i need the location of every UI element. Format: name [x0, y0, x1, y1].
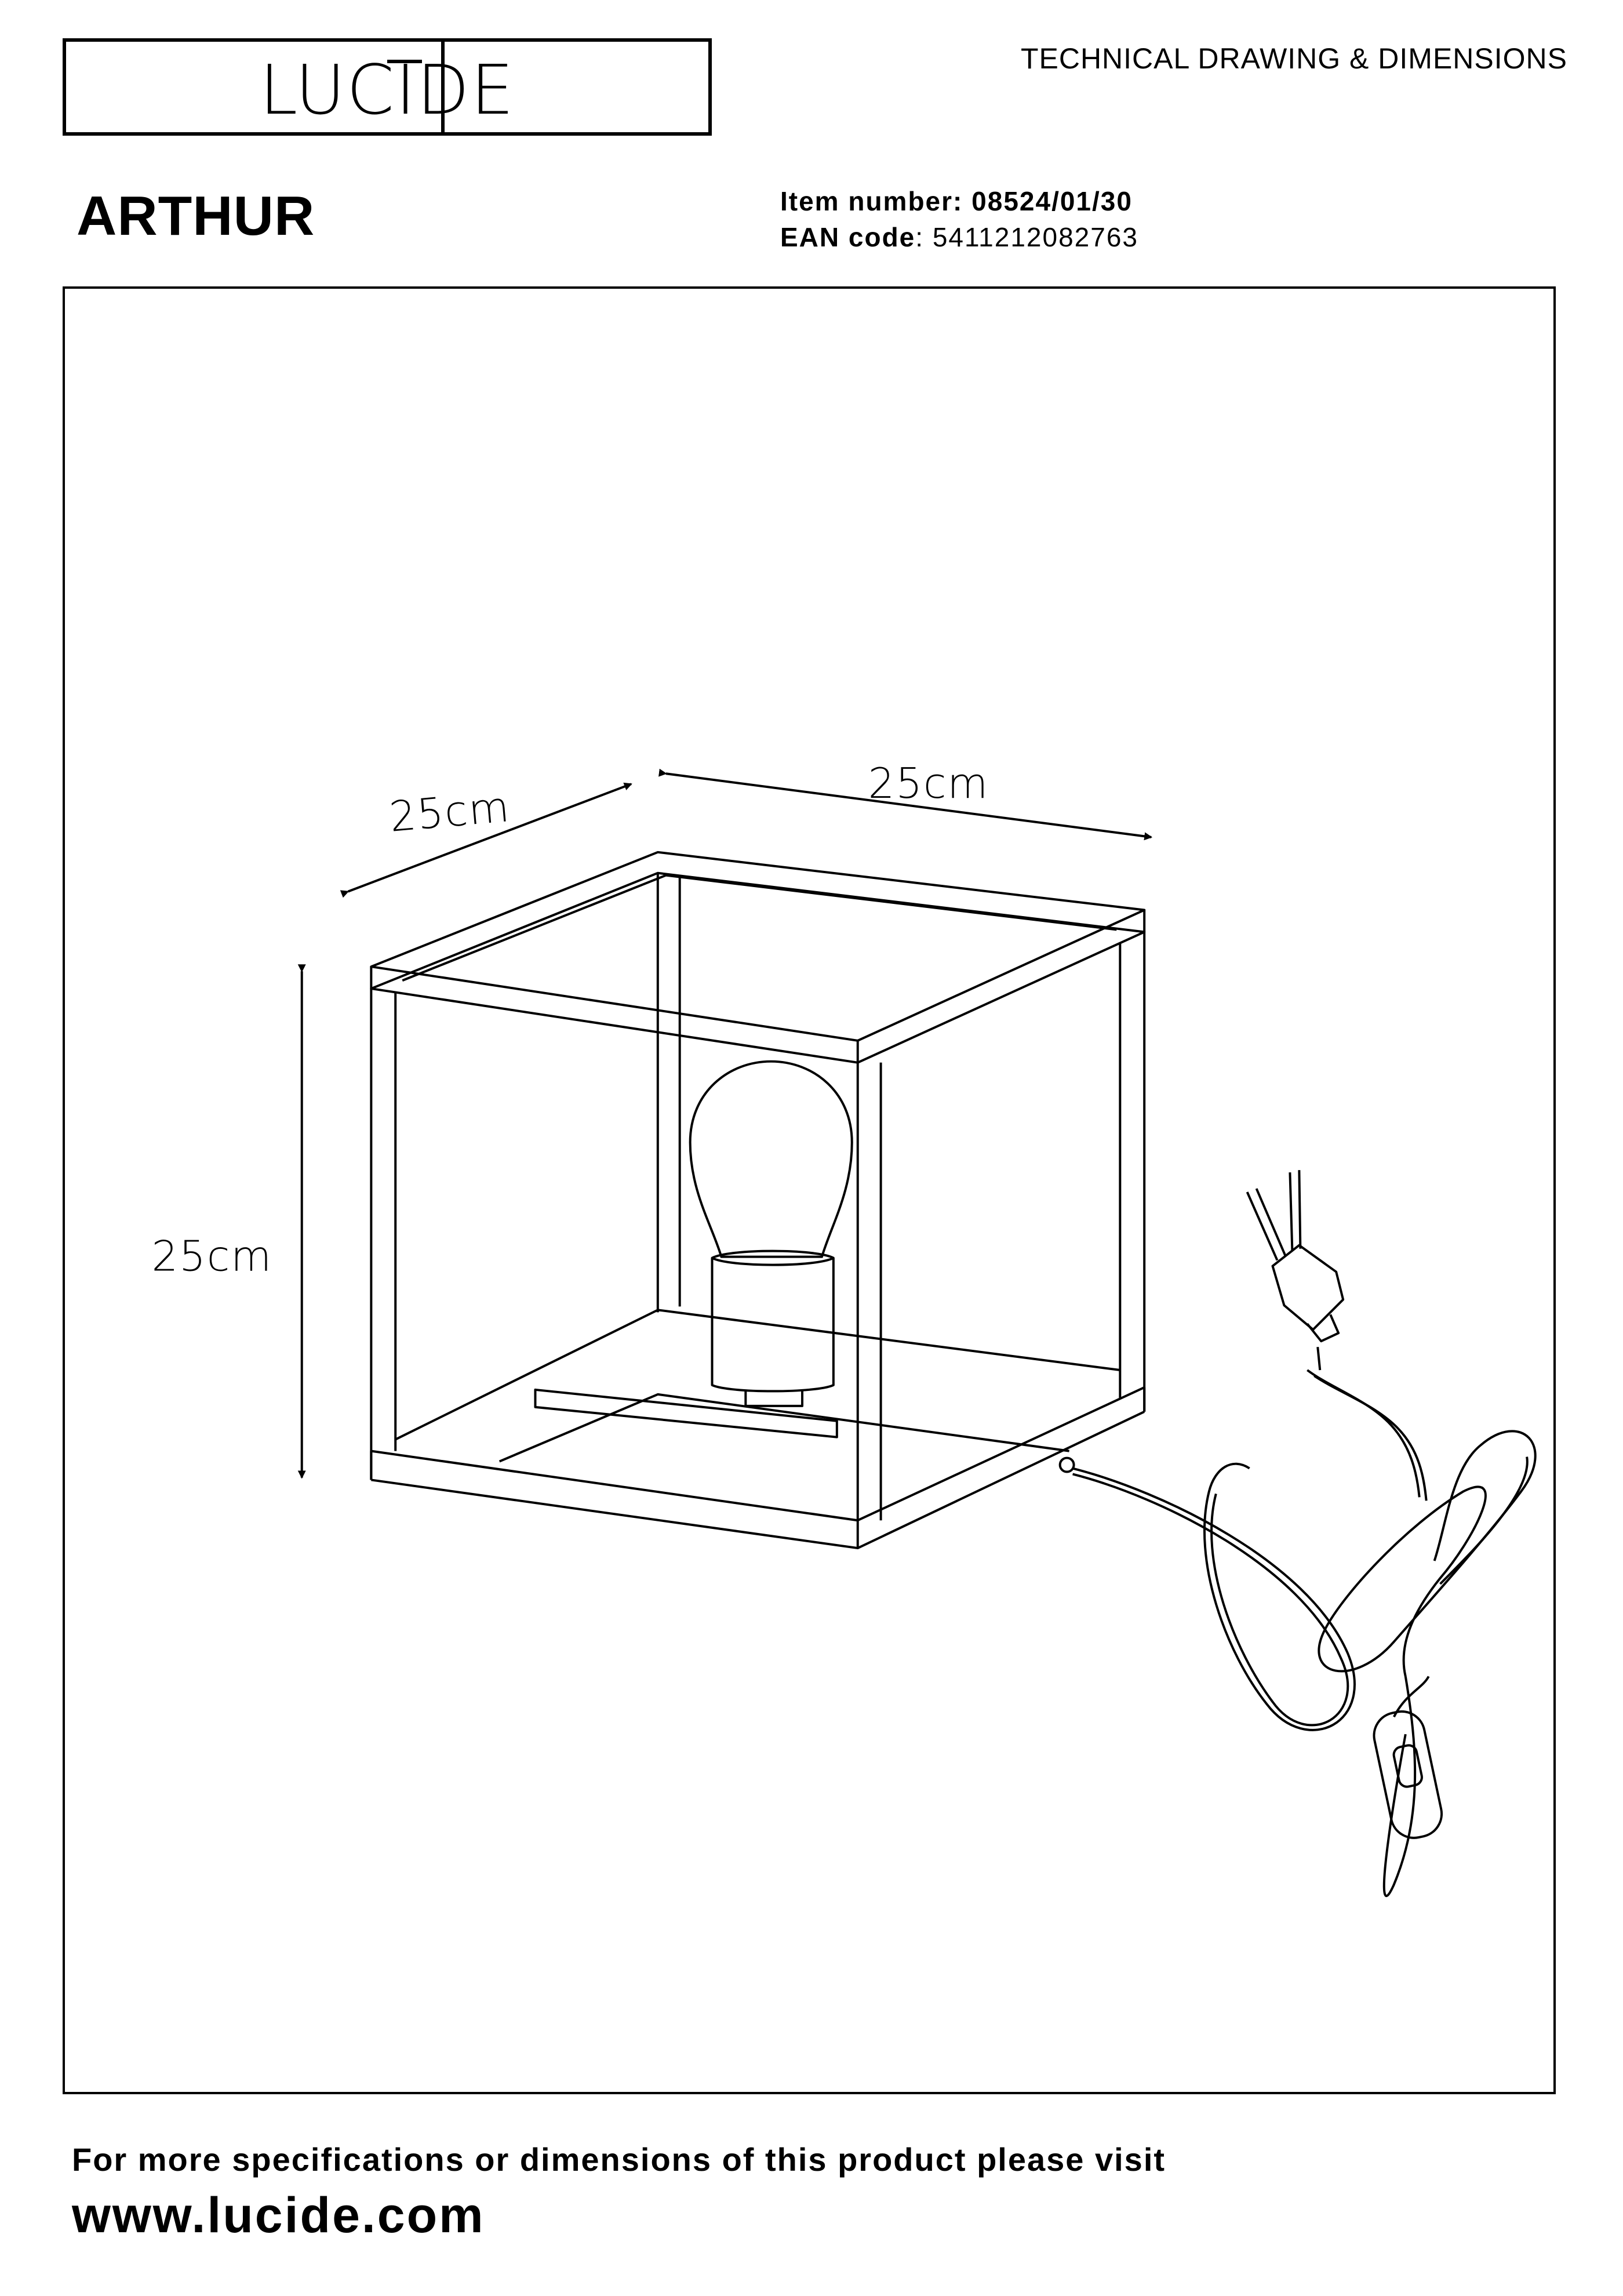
brand-logo: LUCIDE [63, 38, 712, 136]
plug [1246, 1170, 1345, 1371]
technical-drawing: 25cm 25cm 25cm [152, 759, 1537, 1897]
document-type-label: TECHNICAL DRAWING & DIMENSIONS [1020, 42, 1567, 75]
item-number-line: Item number: 08524/01/30 [780, 186, 1133, 217]
lamp-frame [370, 851, 1146, 1550]
width-dimension-label: 25cm [868, 759, 989, 808]
item-number-label: Item number: [780, 186, 963, 216]
website-link[interactable]: www.lucide.com [72, 2188, 485, 2243]
power-cord [1058, 1369, 1537, 1897]
ean-value: : 5411212082763 [915, 222, 1138, 252]
brand-logo-text: LUCIDE [260, 50, 515, 130]
height-dimension-label: 25cm [152, 1232, 273, 1281]
ean-label: EAN code [780, 222, 916, 252]
inline-switch [1373, 1676, 1443, 1839]
width-dimension-line [658, 768, 1153, 841]
product-name: ARTHUR [77, 185, 315, 247]
bulb-and-socket [689, 1060, 853, 1407]
depth-dimension-label: 25cm [387, 782, 512, 841]
footer-note: For more specifications or dimensions of… [72, 2141, 1166, 2178]
cord-exit [1058, 1456, 1075, 1473]
item-number-value: 08524/01/30 [971, 186, 1133, 216]
depth-dimension-line [340, 782, 632, 898]
technical-drawing-frame: 25cm 25cm 25cm [63, 286, 1556, 2094]
ean-line: EAN code: 5411212082763 [780, 221, 1138, 253]
